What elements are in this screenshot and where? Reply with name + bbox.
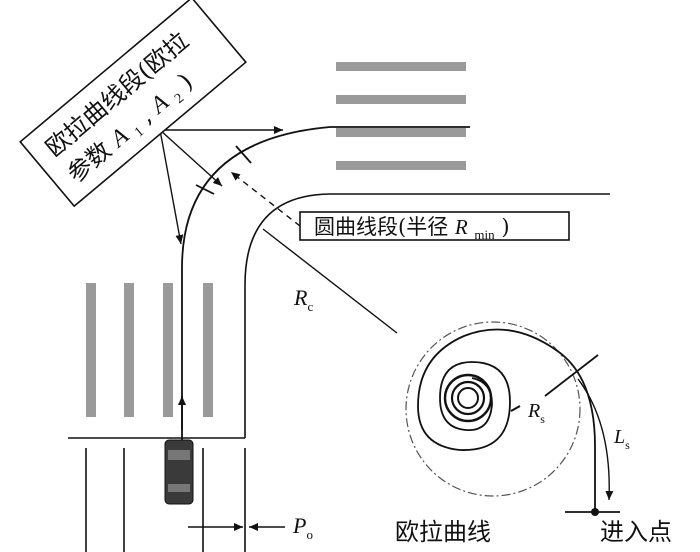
- leader-to-left-segment: [159, 129, 184, 245]
- ls-dimension-arc: [577, 378, 614, 501]
- rs-leader: [510, 405, 521, 412]
- spiral-core-mid: [450, 380, 486, 416]
- rs-label: Rs: [527, 400, 545, 426]
- circular-segment-label: 圆曲线段(半径 R min ): [314, 215, 510, 244]
- spiral-core-inner: [457, 387, 479, 409]
- circular-close: ): [501, 215, 509, 239]
- leader-to-middle-segment: [159, 129, 223, 187]
- po-label: Po: [292, 513, 313, 542]
- osculating-circle: [405, 321, 581, 497]
- zebra-crossing-left: [86, 283, 213, 417]
- circular-segment-word: 圆曲线段(半径: [314, 215, 448, 239]
- tick-mark-lower: [195, 184, 215, 195]
- rc-leader: [262, 228, 398, 334]
- euler-spiral-inset: [405, 321, 620, 513]
- vehicle-icon: [164, 439, 194, 505]
- circular-segment-leader: [230, 171, 301, 227]
- euler-segment-label-line2: 参数 A 1 , A 2 ): [62, 68, 201, 192]
- inner-curb-edge: [244, 193, 610, 438]
- turn-path: [181, 126, 470, 430]
- circular-segment-label-box: 圆曲线段(半径 R min ): [299, 211, 570, 244]
- zebra-crossing-top: [336, 62, 466, 170]
- entry-point-dot: [591, 508, 599, 516]
- ls-tick-upper: [544, 354, 599, 397]
- euler-curve-caption: 欧拉曲线: [395, 518, 491, 546]
- tick-mark-upper: [235, 145, 252, 164]
- circular-r-sub: min: [474, 227, 495, 242]
- rc-label: Rc: [293, 285, 313, 314]
- entry-point-caption: 进入点: [600, 518, 672, 546]
- ls-label: Ls: [613, 426, 630, 452]
- road-edges: [68, 193, 610, 552]
- spiral-core-outer: [443, 373, 493, 423]
- vehicle-path: [178, 126, 470, 445]
- euler-label-leaders: [159, 126, 283, 245]
- euler-spiral-curve: [417, 328, 596, 512]
- circular-r: R: [454, 215, 468, 239]
